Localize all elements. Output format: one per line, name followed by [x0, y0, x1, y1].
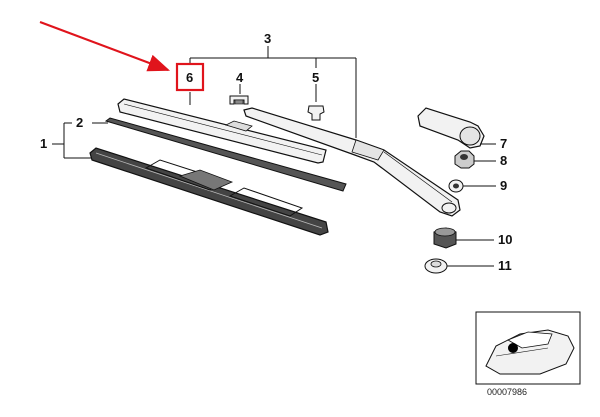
part-2-rubber-insert: [104, 117, 347, 192]
callout-3: 3: [264, 31, 271, 46]
callout-7: 7: [500, 136, 507, 151]
callout-2: 2: [76, 115, 83, 130]
part-8-nut: [454, 150, 475, 169]
wiper-arm: [243, 107, 461, 217]
inset-car-thumbnail: [475, 311, 581, 385]
callout-11: 11: [498, 258, 512, 273]
location-dot: [508, 343, 518, 353]
part-10-bushing: [433, 227, 457, 249]
callout-1: 1: [40, 136, 47, 151]
callout-9: 9: [500, 178, 507, 193]
callout-6: 6: [186, 70, 193, 85]
red-pointer-arrow: [39, 20, 171, 72]
part-5-adapter: [307, 105, 325, 121]
part-7-cap: [417, 107, 485, 149]
highlight-box-6: [175, 62, 205, 92]
callout-4: 4: [236, 70, 244, 85]
bracket-3: [189, 46, 357, 138]
part-9-washer: [448, 179, 464, 193]
part-11-grommet: [424, 258, 448, 274]
callout-8: 8: [500, 153, 507, 168]
callout-5: 5: [312, 70, 319, 85]
part-1-wiper-blade: [89, 147, 329, 236]
bracket-1: [52, 122, 108, 159]
part-6-spoiler: [117, 98, 327, 164]
catalog-number: 00007986: [487, 387, 527, 397]
part-4-clip: [229, 95, 249, 105]
callout-10: 10: [498, 232, 512, 247]
